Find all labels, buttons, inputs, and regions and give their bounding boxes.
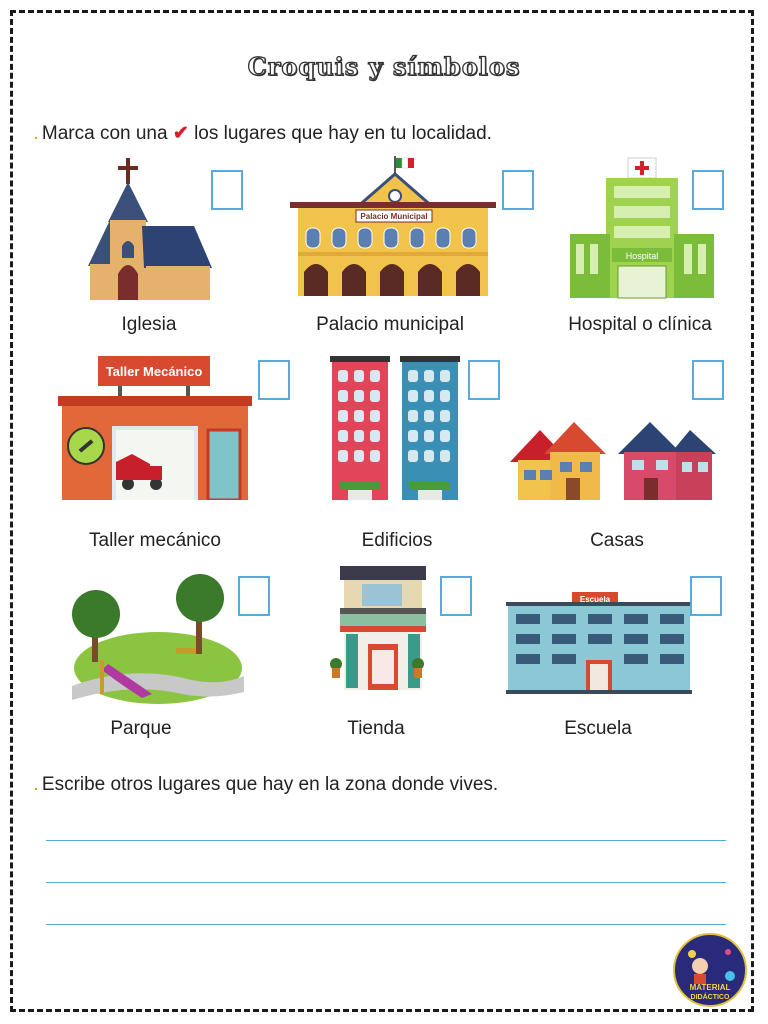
store-icon: [330, 566, 426, 690]
place-label: Iglesia: [121, 314, 177, 335]
material-didactico-logo: MATERIAL DIDÁCTICO: [673, 933, 747, 1007]
instruction-write: .Escribe otros lugares que hay en la zon…: [34, 774, 498, 796]
checkbox-hospital[interactable]: [692, 170, 724, 210]
school-icon: Escuela: [506, 592, 692, 694]
mechanic-shop-icon: Taller Mecánico: [58, 356, 252, 500]
bullet-dot: .: [34, 777, 38, 793]
town-hall-icon: Palacio Municipal: [290, 156, 496, 296]
bullet-dot: .: [34, 126, 38, 142]
place-label: Casas: [590, 530, 644, 551]
instruction-mark-text-before: Marca con una: [41, 123, 168, 144]
town-hall-sign: Palacio Municipal: [360, 212, 427, 221]
hospital-icon: Hospital: [570, 157, 714, 299]
school-sign: Escuela: [580, 595, 611, 604]
checkbox-parque[interactable]: [238, 576, 270, 616]
instruction-write-text: Escribe otros lugares que hay en la zona…: [41, 774, 499, 795]
checkbox-taller-mecanico[interactable]: [258, 360, 290, 400]
logo-line1: MATERIAL: [690, 983, 731, 992]
checkmark-icon: ✔: [172, 123, 189, 144]
hospital-sign: Hospital: [626, 251, 659, 261]
page-title: Croquis y símbolos: [247, 51, 521, 81]
church-icon: [88, 158, 212, 300]
logo-line2: DIDÁCTICO: [691, 992, 730, 1001]
place-label: Parque: [110, 718, 172, 739]
park-icon: [72, 574, 244, 704]
place-label: Taller mecánico: [89, 530, 221, 551]
mechanic-shop-sign: Taller Mecánico: [106, 364, 203, 379]
instruction-mark: .Marca con una ✔ los lugares que hay en …: [34, 122, 492, 145]
page-border: [10, 10, 754, 1012]
checkbox-escuela[interactable]: [690, 576, 722, 616]
writing-line[interactable]: [46, 924, 726, 925]
writing-line[interactable]: [46, 882, 726, 883]
houses-icon: [510, 422, 716, 500]
writing-line[interactable]: [46, 840, 726, 841]
checkbox-tienda[interactable]: [440, 576, 472, 616]
buildings-icon: [330, 356, 460, 500]
instruction-mark-text-after: los lugares que hay en tu localidad.: [194, 123, 492, 144]
checkbox-edificios[interactable]: [468, 360, 500, 400]
place-label: Edificios: [361, 530, 433, 551]
checkbox-casas[interactable]: [692, 360, 724, 400]
checkbox-iglesia[interactable]: [211, 170, 243, 210]
place-label: Tienda: [347, 718, 405, 739]
place-label: Escuela: [564, 718, 632, 739]
place-label: Palacio municipal: [316, 314, 464, 335]
place-label: Hospital o clínica: [568, 314, 712, 335]
checkbox-palacio-municipal[interactable]: [502, 170, 534, 210]
